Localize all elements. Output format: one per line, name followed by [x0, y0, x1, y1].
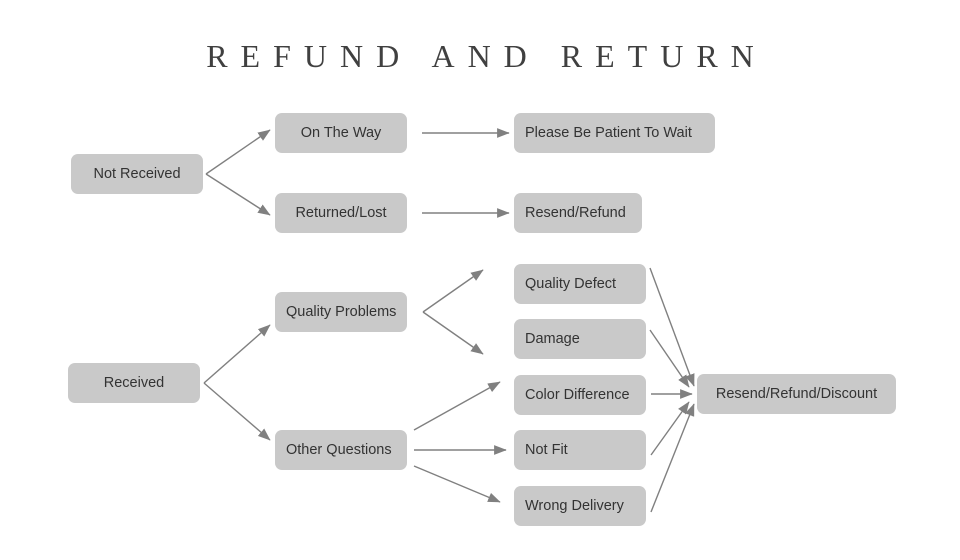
node-quality-defect[interactable]: Quality Defect [514, 264, 646, 304]
arrow-e-quality-defect [422, 269, 484, 313]
arrow-e-received-other [203, 382, 271, 441]
node-label: Resend/Refund [525, 204, 626, 221]
node-label: Other Questions [286, 441, 392, 458]
node-quality-problems[interactable]: Quality Problems [275, 292, 407, 332]
node-label: Damage [525, 330, 580, 347]
node-label: Quality Problems [286, 303, 397, 320]
node-label: Resend/Refund/Discount [715, 385, 878, 402]
arrow-e-wrong-final [650, 403, 695, 513]
arrow-e-notreceived-ontheway [205, 129, 271, 175]
node-other-questions[interactable]: Other Questions [275, 430, 407, 470]
node-resend-refund[interactable]: Resend/Refund [514, 193, 642, 233]
arrow-e-quality-damage [422, 311, 484, 355]
arrow-e-other-wrong [413, 465, 501, 503]
page-title: REFUND AND RETURN [206, 38, 767, 74]
node-returned-lost[interactable]: Returned/Lost [275, 193, 407, 233]
node-label: Not Received [93, 165, 181, 182]
node-damage[interactable]: Damage [514, 319, 646, 359]
node-label: Returned/Lost [295, 204, 387, 221]
node-wrong-delivery[interactable]: Wrong Delivery [514, 486, 646, 526]
arrow-e-notreceived-returned [205, 173, 271, 216]
node-be-patient[interactable]: Please Be Patient To Wait [514, 113, 715, 153]
node-label: Please Be Patient To Wait [525, 124, 692, 141]
node-color-difference[interactable]: Color Difference [514, 375, 646, 415]
node-resend-refund-discount[interactable]: Resend/Refund/Discount [697, 374, 896, 414]
arrow-e-received-quality [203, 324, 271, 384]
arrow-e-other-color [413, 381, 501, 431]
node-label: Quality Defect [525, 275, 617, 292]
node-received[interactable]: Received [68, 363, 200, 403]
node-label: On The Way [300, 124, 382, 141]
node-label: Wrong Delivery [525, 497, 624, 514]
node-not-fit[interactable]: Not Fit [514, 430, 646, 470]
arrow-e-notfit-final [650, 401, 690, 456]
node-label: Received [103, 374, 165, 391]
arrow-e-defect-final [649, 267, 695, 387]
arrow-e-damage-final [649, 329, 690, 388]
node-label: Color Difference [525, 386, 630, 403]
node-label: Not Fit [525, 441, 568, 458]
node-on-the-way[interactable]: On The Way [275, 113, 407, 153]
node-not-received[interactable]: Not Received [71, 154, 203, 194]
